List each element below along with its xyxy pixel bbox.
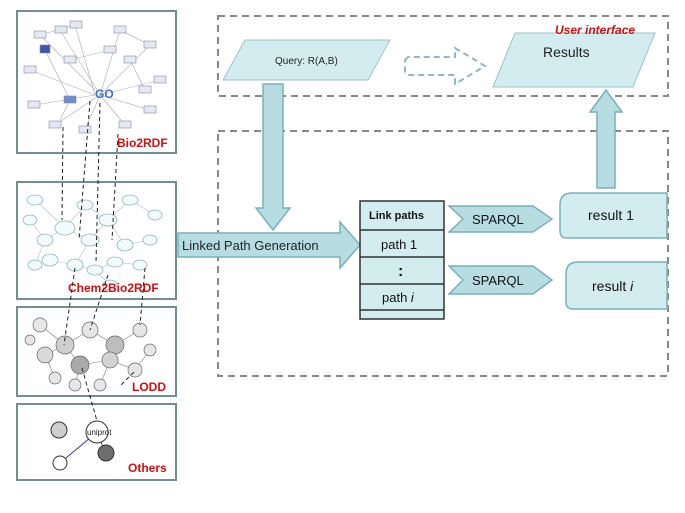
others-node-grey xyxy=(50,421,68,439)
link-paths-table xyxy=(359,200,445,320)
sparql-arrow-2 xyxy=(447,265,554,295)
bio2rdf-label: Bio2RDF xyxy=(117,136,168,150)
sparql-arrow-1 xyxy=(447,205,554,233)
sparql-label-1: SPARQL xyxy=(472,212,524,227)
up-arrow xyxy=(588,88,624,189)
others-node-white xyxy=(52,455,68,471)
generation-arrow xyxy=(177,219,361,271)
result-1-label: result 1 xyxy=(588,207,634,223)
lodd-nodes xyxy=(24,317,157,392)
others-label: Others xyxy=(128,461,167,475)
results-label: Results xyxy=(543,44,590,60)
user-interface-title: User interface xyxy=(555,23,635,37)
query-label: Query: R(A,B) xyxy=(275,56,338,67)
result-1-box xyxy=(559,192,668,239)
query-box xyxy=(222,39,391,81)
down-arrow xyxy=(254,83,292,232)
others-node-dark xyxy=(97,444,115,462)
bio2rdf-go-node: GO xyxy=(95,87,114,101)
path-ellipsis: : xyxy=(398,263,403,280)
path-i-label: path i xyxy=(382,290,415,305)
user-interface-frame xyxy=(217,15,669,97)
result-i-box xyxy=(565,261,668,310)
link-paths-header: Link paths xyxy=(369,210,424,222)
chem2bio2rdf-label: Chem2Bio2RDF xyxy=(68,281,159,295)
bio2rdf-network xyxy=(29,24,161,131)
result-i-label: result i xyxy=(592,278,634,294)
chem2bio2rdf-nodes xyxy=(22,194,163,291)
source-connectors xyxy=(61,100,146,422)
lodd-label: LODD xyxy=(132,380,166,394)
sparql-label-2: SPARQL xyxy=(472,273,524,288)
generation-label: Linked Path Generation xyxy=(182,238,319,253)
bio2rdf-nodes xyxy=(23,20,167,134)
path-1-label: path 1 xyxy=(381,237,417,252)
others-uniprot-label: uniprot xyxy=(87,428,112,437)
others-node-uniprot xyxy=(85,420,109,444)
others-network xyxy=(50,420,115,471)
dashed-arrow xyxy=(404,46,487,86)
results-box xyxy=(492,32,656,88)
